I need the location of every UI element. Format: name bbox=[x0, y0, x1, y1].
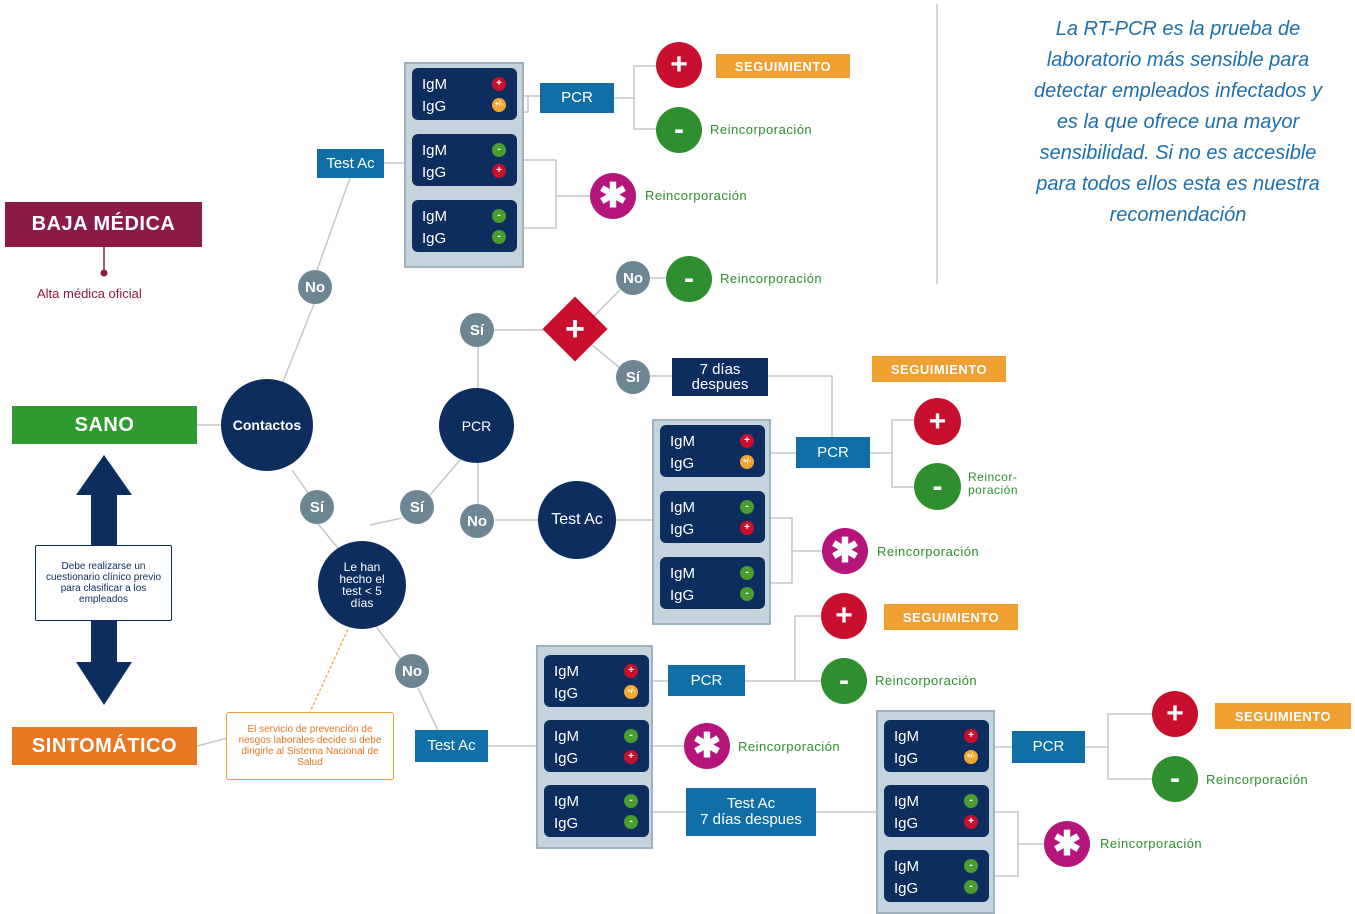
negative-icon: - bbox=[656, 107, 702, 153]
pcr-box: PCR bbox=[1012, 731, 1085, 763]
reincorporacion-label: Reincorporación bbox=[720, 271, 823, 286]
plus-icon: + bbox=[565, 309, 585, 348]
star-icon: ✱ bbox=[684, 723, 730, 769]
positive-icon: + bbox=[656, 42, 702, 88]
answer-no: No bbox=[616, 261, 650, 295]
star-icon: ✱ bbox=[590, 173, 636, 219]
test-ac-box: Test Ac bbox=[317, 149, 384, 178]
test-ac-node: Test Ac bbox=[538, 481, 616, 559]
reincorporacion-label: Reincorporación bbox=[1206, 772, 1309, 787]
pcr-node: PCR bbox=[439, 388, 514, 463]
reincorporacion-label: Reincorporación bbox=[877, 544, 980, 559]
pcr-box: PCR bbox=[540, 83, 614, 113]
pcr-box: PCR bbox=[668, 665, 745, 696]
seguimiento-label: SEGUIMIENTO bbox=[872, 356, 1006, 382]
pcr-box: PCR bbox=[796, 437, 870, 468]
answer-no: No bbox=[298, 270, 332, 304]
sintomatico-label: SINTOMÁTICO bbox=[12, 727, 197, 765]
sano-label: SANO bbox=[12, 406, 197, 444]
star-icon: ✱ bbox=[822, 528, 868, 574]
answer-si: Sí bbox=[460, 313, 494, 347]
seguimiento-label: SEGUIMIENTO bbox=[1215, 703, 1351, 729]
answer-no: No bbox=[395, 654, 429, 688]
negative-icon: - bbox=[666, 256, 712, 302]
test-ac-box: Test Ac bbox=[415, 730, 488, 762]
reincorporacion-label: Reincorporación bbox=[738, 739, 841, 754]
contactos-node: Contactos bbox=[221, 379, 313, 471]
positive-icon: + bbox=[1152, 691, 1198, 737]
reincorporacion-label: Reincorporación bbox=[875, 673, 978, 688]
cuestionario-note: Debe realizarse un cuestionario clínico … bbox=[35, 545, 172, 621]
positive-icon: + bbox=[914, 398, 961, 445]
reincorporacion-label: Reincorporación bbox=[710, 122, 813, 137]
baja-medica-label: BAJA MÉDICA bbox=[5, 202, 202, 247]
star-icon: ✱ bbox=[1044, 821, 1090, 867]
positive-icon: + bbox=[821, 593, 867, 639]
quote-text: La RT-PCR es la prueba de laboratorio má… bbox=[1034, 18, 1322, 226]
answer-si: Sí bbox=[300, 490, 334, 524]
negative-icon: - bbox=[821, 658, 867, 704]
alta-medica-text: Alta médica oficial bbox=[37, 286, 142, 301]
negative-icon: - bbox=[1152, 756, 1198, 802]
prevencion-note: El servicio de prevención de riesgos lab… bbox=[226, 712, 394, 780]
negative-icon: - bbox=[914, 463, 961, 510]
answer-no: No bbox=[460, 504, 494, 538]
reincorporacion-label: Reincorporación bbox=[645, 188, 748, 203]
answer-si: Sí bbox=[400, 490, 434, 524]
seguimiento-label: SEGUIMIENTO bbox=[716, 54, 850, 78]
seguimiento-label: SEGUIMIENTO bbox=[884, 604, 1018, 630]
answer-si: Sí bbox=[616, 360, 650, 394]
reincorporacion-label: Reincor-poración bbox=[968, 470, 1019, 497]
reincorporacion-label: Reincorporación bbox=[1100, 836, 1203, 851]
